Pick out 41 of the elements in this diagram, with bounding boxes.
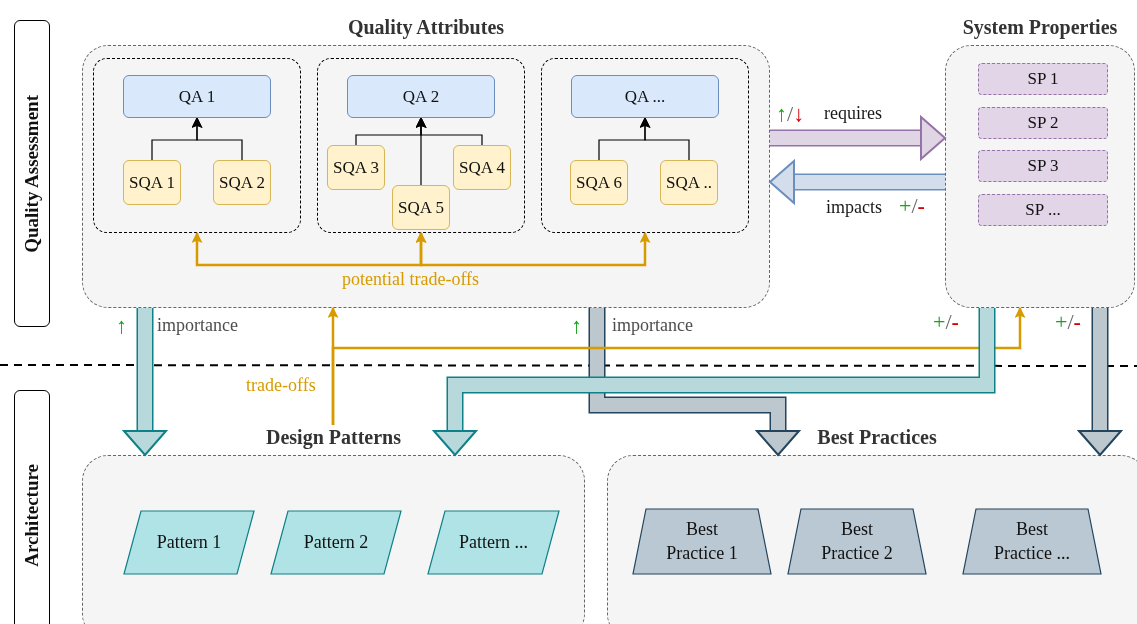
side-label-box: Architecture [14, 390, 50, 624]
group-heading: Quality Attributes [347, 15, 505, 39]
edge-label: potential trade-offs [340, 268, 482, 291]
sub-attribute-box: SQA 1 [123, 160, 181, 205]
property-box: SP ... [978, 194, 1108, 226]
block-arrow [121, 308, 169, 457]
block-arrow [588, 308, 802, 457]
connector-arrow [191, 116, 243, 161]
shape-label: Best Practice ... [993, 518, 1071, 565]
property-box: SP 3 [978, 150, 1108, 182]
dashed-group-box [317, 58, 525, 233]
block-arrow [770, 114, 947, 162]
group-heading: Design Patterns [266, 425, 401, 449]
connector-arrow [331, 306, 1026, 425]
sub-attribute-box: SQA 5 [392, 185, 450, 230]
shape-label: Pattern 2 [303, 530, 369, 554]
group-heading: System Properties [962, 15, 1118, 39]
sub-attribute-box: SQA 3 [327, 145, 385, 190]
sub-attribute-box: SQA 6 [570, 160, 628, 205]
shape-label: Pattern 1 [156, 530, 222, 554]
block-arrow [768, 158, 945, 206]
block-arrow [431, 308, 996, 457]
dashed-group-box [541, 58, 749, 233]
connector-arrow [639, 116, 690, 161]
property-box: SP 1 [978, 63, 1108, 95]
shape-label: Best Practice 1 [665, 518, 739, 565]
block-arrow [1076, 308, 1124, 457]
connector-arrow [415, 231, 651, 267]
attribute-box: QA 1 [123, 75, 271, 118]
property-box: SP 2 [978, 107, 1108, 139]
attribute-box: QA ... [571, 75, 719, 118]
sub-attribute-box: SQA 4 [453, 145, 511, 190]
side-label-box: Quality Assessment [14, 20, 50, 327]
shape-label: Pattern ... [459, 530, 528, 554]
shape-label: Best Practice 2 [820, 518, 894, 565]
sub-attribute-box: SQA 2 [213, 160, 271, 205]
attribute-box: QA 2 [347, 75, 495, 118]
connector-arrow [415, 116, 427, 186]
group-heading: Best Practices [817, 425, 937, 449]
dashed-group-box [93, 58, 301, 233]
sub-attribute-box: SQA .. [660, 160, 718, 205]
